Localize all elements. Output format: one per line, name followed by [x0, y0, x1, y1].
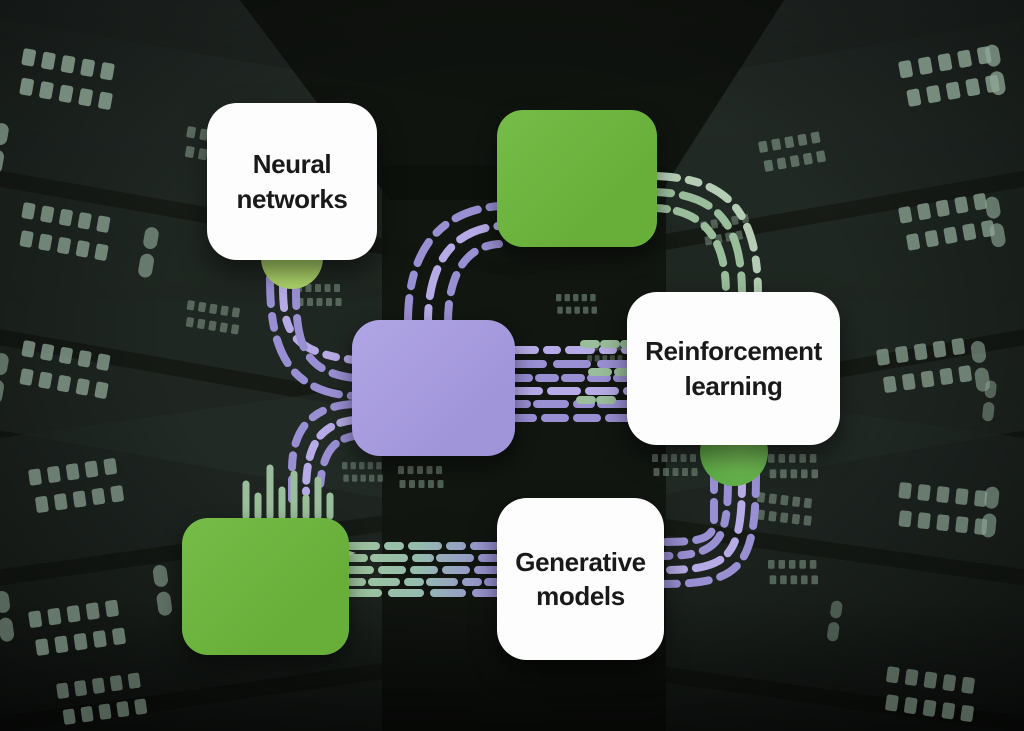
connector-green-top-to-reinforcement [651, 172, 762, 298]
connector-core-to-green-top [404, 202, 503, 326]
node-green-bottom [182, 518, 349, 655]
connector-neural-to-core [266, 274, 358, 400]
node-reinforcement-learning: Reinforcement learning [627, 292, 840, 445]
connector-core-to-reinforcement [509, 340, 633, 422]
node-neural-networks: Neural networks [207, 103, 377, 260]
connector-core-to-green-bottom [242, 400, 358, 520]
neural-networks-label: Neural networks [236, 149, 348, 214]
node-purple-core [352, 320, 515, 456]
reinforcement-learning-label: Reinforcement learning [645, 336, 822, 401]
connector-green-bottom-to-generative [333, 542, 503, 597]
node-generative-models: Generative models [497, 498, 664, 660]
node-green-top [497, 110, 657, 247]
connector-reinforcement-to-generative [659, 468, 760, 588]
generative-models-label: Generative models [515, 546, 646, 611]
